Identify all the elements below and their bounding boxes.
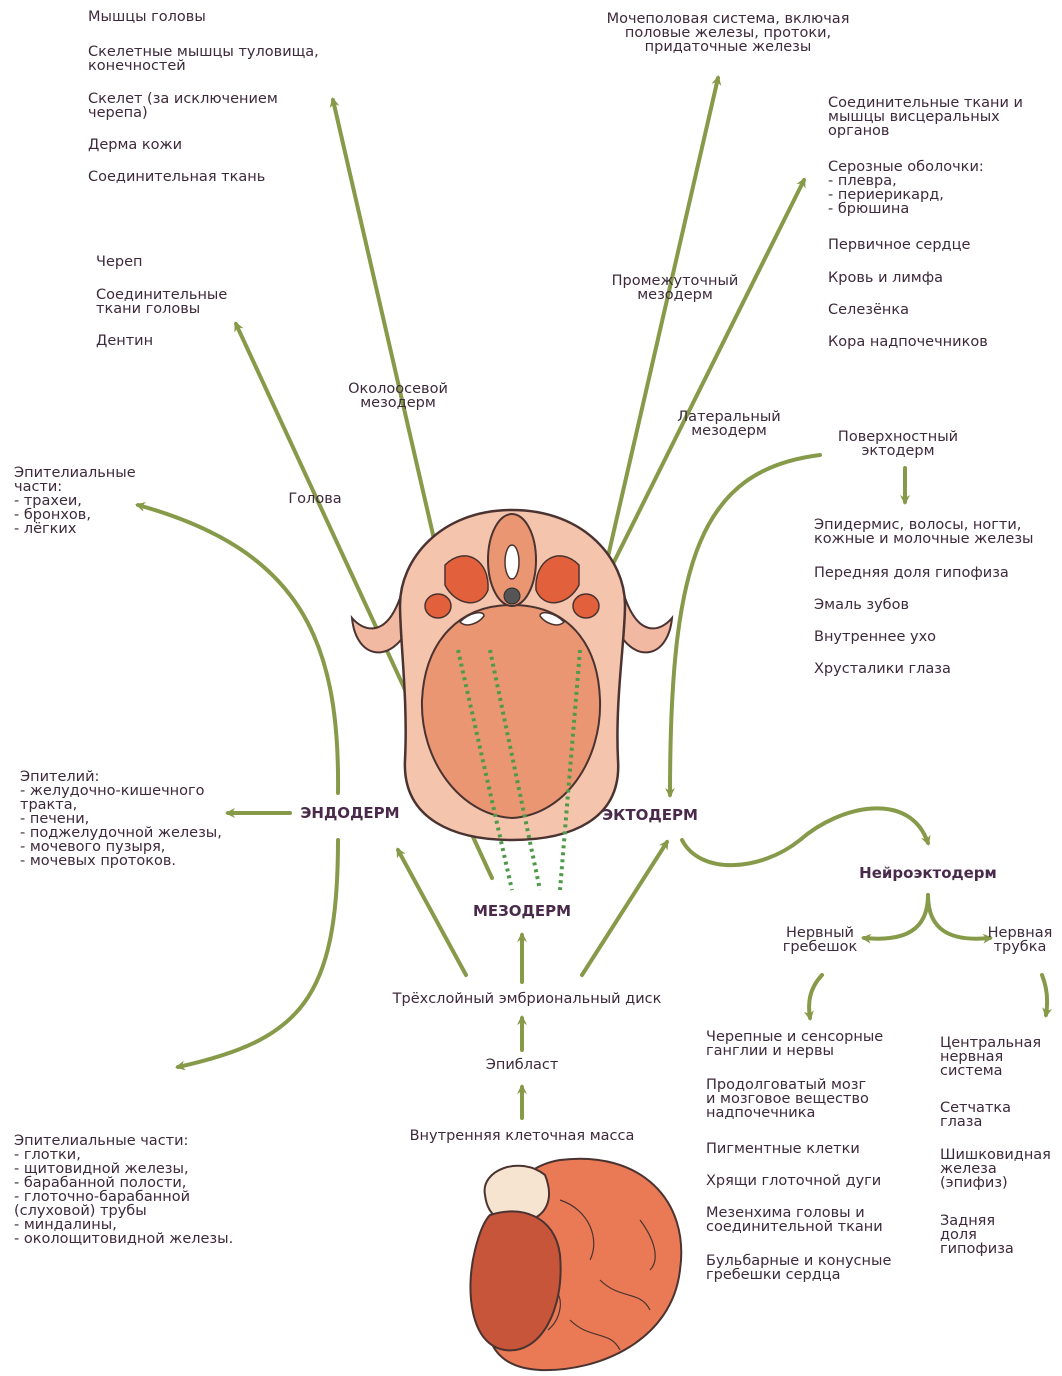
endoderm-respiratory-derivatives: Эпителиальные части: - трахеи, - бронхов…: [14, 466, 136, 536]
neural-canal: [505, 545, 519, 579]
epiblast-label: Эпибласт: [460, 1058, 584, 1072]
head-label: Голова: [280, 492, 350, 506]
arrow-disc-to-endoderm: [398, 850, 466, 975]
head-derivative: Соединительные ткани головы: [96, 288, 227, 316]
surface-ectoderm-derivative: Передняя доля гипофиза: [814, 566, 1009, 580]
lateral-derivative: Первичное сердце: [828, 238, 970, 252]
intermediate-derivative: Мочеполовая система, включая половые жел…: [580, 12, 876, 54]
trilaminar-disc-label: Трёхслойный эмбриональный диск: [372, 992, 682, 1006]
neural-crest-derivative: Черепные и сенсорные ганглии и нервы: [706, 1030, 883, 1058]
endoderm-pharyngeal-derivatives: Эпителиальные части: - глотки, - щитовид…: [14, 1134, 233, 1246]
arrow-endoderm-pharyngeal: [178, 840, 338, 1067]
arrow-endoderm-respiratory: [138, 505, 338, 793]
neural-tube-derivative: Шишковидная железа (эпифиз): [940, 1148, 1051, 1190]
paraxial-derivative: Скелетные мышцы туловища, конечностей: [88, 45, 319, 73]
neural-crest-derivative: Мезенхима головы и соединительной ткани: [706, 1206, 883, 1234]
neural-crest-derivative: Продолговатый мозг и мозговое вещество н…: [706, 1078, 869, 1120]
neural-crest-label: Нервный гребешок: [770, 926, 870, 954]
paraxial-mesoderm-label: Околоосевой мезодерм: [338, 382, 458, 410]
neural-tube-derivative: Сетчатка глаза: [940, 1101, 1011, 1129]
arrow-tube-derivatives: [1042, 975, 1047, 1015]
lateral-derivative: Кора надпочечников: [828, 335, 988, 349]
neural-tube-label: Нервная трубка: [978, 926, 1062, 954]
neural-crest-derivative: Хрящи глоточной дуги: [706, 1174, 881, 1188]
surface-ectoderm-derivative: Эмаль зубов: [814, 598, 909, 612]
inner-cell-mass-label: Внутренняя клеточная масса: [382, 1129, 662, 1143]
paraxial-derivative: Дерма кожи: [88, 138, 182, 152]
neural-tube-derivative: Центральная нервная система: [940, 1036, 1041, 1078]
arrow-ectoderm-to-neuro: [682, 808, 928, 865]
intermediate-mesoderm-label: Промежуточный мезодерм: [598, 274, 752, 302]
neural-tube-derivative: Задняя доля гипофиза: [940, 1214, 1014, 1256]
arrow-disc-to-ectoderm: [582, 842, 667, 975]
paraxial-derivative: Соединительная ткань: [88, 170, 265, 184]
intermediate-left: [425, 594, 451, 618]
head-derivative: Череп: [96, 255, 142, 269]
lateral-derivative: Соединительные ткани и мышцы висцеральны…: [828, 96, 1023, 138]
endoderm-label: ЭНДОДЕРМ: [290, 806, 410, 820]
neuroectoderm-label: Нейроэктодерм: [848, 866, 1008, 880]
endoderm-digestive-derivatives: Эпителий: - желудочно-кишечного тракта, …: [20, 770, 222, 868]
surface-ectoderm-derivative: Хрусталики глаза: [814, 662, 951, 676]
neural-crest-derivative: Пигментные клетки: [706, 1142, 860, 1156]
inner-cell-mass-illustration: [470, 1159, 681, 1370]
ectoderm-label: ЭКТОДЕРМ: [600, 808, 700, 822]
lateral-derivative: Селезёнка: [828, 303, 909, 317]
embryo-cross-section: [352, 510, 672, 890]
surface-ectoderm-derivative: Внутреннее ухо: [814, 630, 936, 644]
paraxial-derivative: Скелет (за исключением черепа): [88, 92, 278, 120]
arrow-lateral: [600, 180, 804, 590]
surface-ectoderm-label: Поверхностный эктодерм: [820, 430, 976, 458]
notochord: [504, 588, 520, 604]
surface-ectoderm-derivative: Эпидермис, волосы, ногти, кожные и молоч…: [814, 518, 1034, 546]
paraxial-derivative: Мышцы головы: [88, 10, 206, 24]
arrow-to-neural-crest: [864, 895, 928, 939]
lateral-mesoderm-label: Латеральный мезодерм: [666, 410, 792, 438]
arrow-crest-derivatives: [809, 975, 822, 1018]
intermediate-right: [573, 594, 599, 618]
lateral-derivative: Серозные оболочки: - плевра, - периерика…: [828, 160, 984, 216]
arrow-surface-ectoderm: [670, 455, 820, 795]
head-derivative: Дентин: [96, 334, 153, 348]
neural-crest-derivative: Бульбарные и конусные гребешки сердца: [706, 1254, 891, 1282]
mesoderm-label: МЕЗОДЕРМ: [462, 904, 582, 918]
lateral-derivative: Кровь и лимфа: [828, 271, 943, 285]
